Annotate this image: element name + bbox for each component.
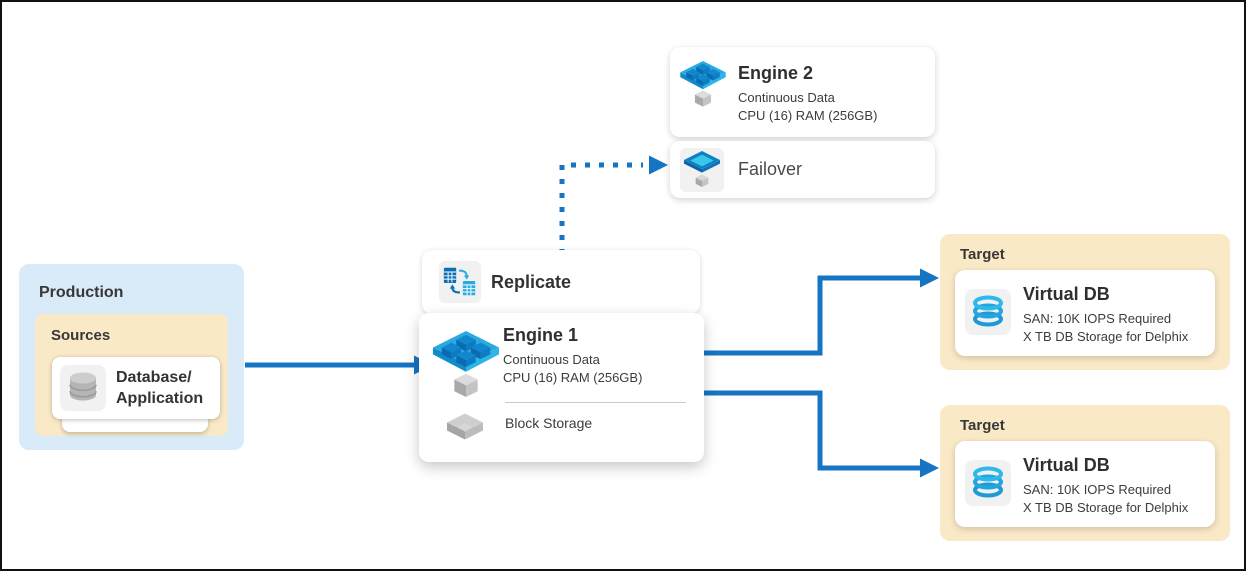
arrow-production-to-engine1 [245,355,433,375]
virtual-db-title: Virtual DB [1023,284,1110,304]
failover-tray-icon [680,147,724,192]
arrow-replicate-to-failover-dotted [559,155,668,254]
database-icon [60,365,106,411]
engine1-card: Engine 1 Continuous Data CPU (16) RAM (2… [419,313,704,462]
engine2-detail-1: Continuous Data [738,90,835,105]
engine-chip-icon [433,331,499,399]
block-storage-label: Block Storage [505,415,593,431]
virtual-db-title: Virtual DB [1023,455,1110,475]
replicate-sync-icon [439,261,481,303]
engine1-detail-1: Continuous Data [503,352,600,367]
virtual-db-detail-2: X TB DB Storage for Delphix [1023,329,1189,344]
failover-card: Failover [670,141,935,198]
replicate-card: Replicate [422,250,700,314]
virtual-db-icon [965,289,1011,335]
engine2-card: Engine 2 Continuous Data CPU (16) RAM (2… [670,47,935,137]
target2-virtual-db-card: Virtual DB SAN: 10K IOPS Required X TB D… [955,441,1215,527]
virtual-db-detail-2: X TB DB Storage for Delphix [1023,500,1189,515]
target1-box: Target Virtual DB SAN: 10K IOPS Required… [940,234,1230,370]
sources-box: Sources Database/ Application [35,314,228,436]
virtual-db-detail-1: SAN: 10K IOPS Required [1023,482,1172,497]
engine2-detail-2: CPU (16) RAM (256GB) [738,108,878,123]
virtual-db-icon [965,460,1011,506]
production-title: Production [39,284,124,301]
target2-title: Target [960,417,1005,434]
failover-label: Failover [738,159,803,179]
database-card-title: Database/ Application [116,369,204,407]
target1-title: Target [960,246,1005,263]
target1-virtual-db-card: Virtual DB SAN: 10K IOPS Required X TB D… [955,270,1215,356]
sources-title: Sources [51,327,111,344]
block-storage-icon [443,409,487,443]
engine2-title: Engine 2 [738,63,814,83]
arrow-engine1-to-target1 [702,268,939,356]
engine1-divider [505,402,686,403]
virtual-db-detail-1: SAN: 10K IOPS Required [1023,311,1172,326]
engine1-detail-2: CPU (16) RAM (256GB) [503,370,643,385]
target2-box: Target Virtual DB SAN: 10K IOPS Required… [940,405,1230,541]
replicate-label: Replicate [491,271,572,292]
arrow-engine1-to-target2 [702,390,939,478]
engine1-title: Engine 1 [503,325,579,345]
database-application-card: Database/ Application [52,357,220,419]
production-box: Production Sources Database/ Application [19,264,244,450]
engine-chip-icon [680,61,726,108]
